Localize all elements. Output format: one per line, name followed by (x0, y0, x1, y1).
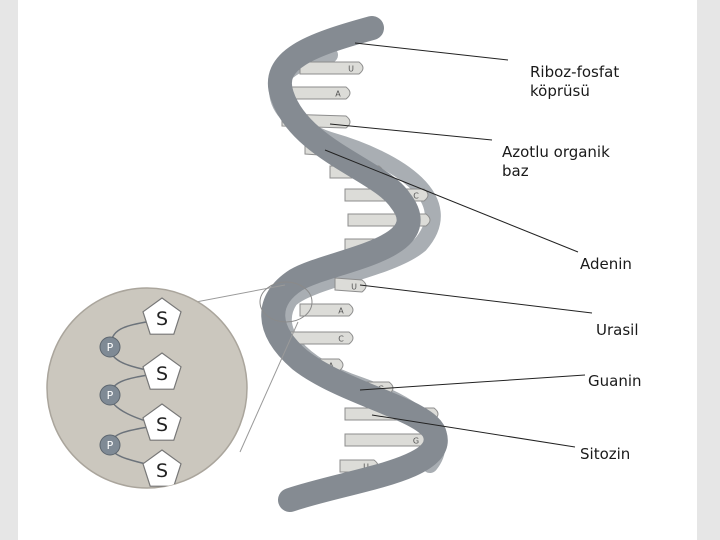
label-riboz-fosfat: Riboz-fosfat köprüsü (530, 63, 619, 101)
phosphate-circle (99, 384, 121, 406)
leader-sitozin (371, 414, 576, 448)
label-azotlu-baz: Azotlu organik baz (502, 143, 610, 181)
label-sitozin: Sitozin (580, 445, 631, 463)
leader-riboz-fosfat (354, 42, 509, 61)
base-rung (299, 61, 364, 75)
label-azotlu-baz-line1: Azotlu organik (502, 143, 610, 161)
base-letter: U (348, 65, 354, 74)
base-letter: C (413, 192, 419, 201)
base-letter: A (335, 90, 341, 99)
inset-zoom: S S S S P P P (46, 287, 248, 489)
label-guanin: Guanin (588, 372, 642, 390)
backbone-front (261, 16, 448, 512)
sugar-pentagon (142, 352, 182, 390)
leader-urasil (359, 284, 593, 314)
sugar-label: S (156, 308, 168, 330)
base-rung (299, 303, 354, 317)
base-rung (289, 331, 354, 345)
base-letter: A (338, 307, 344, 316)
leader-azotlu-baz (329, 123, 493, 141)
sugar-label: S (156, 363, 168, 385)
label-riboz-fosfat-line1: Riboz-fosfat (530, 63, 620, 81)
base-letter: G (413, 437, 419, 446)
leader-adenin (324, 149, 579, 253)
sugar-label: S (156, 460, 168, 482)
base-letter: U (363, 463, 369, 472)
base-letter: C (338, 335, 344, 344)
magnify-ring (259, 281, 313, 323)
label-azotlu-baz-line2: baz (502, 162, 529, 180)
sugar-pentagon (142, 449, 182, 487)
base-rung (334, 277, 367, 293)
sugar-label: S (156, 414, 168, 436)
base-letter: U (351, 283, 357, 292)
base-rung (285, 86, 351, 100)
phosphate-circle (99, 434, 121, 456)
sugar-pentagon (142, 403, 182, 441)
label-riboz-fosfat-line2: köprüsü (530, 82, 590, 100)
label-urasil: Urasil (596, 321, 639, 339)
inset-circle (46, 287, 248, 489)
leader-guanin (359, 374, 586, 391)
sugar-pentagon (142, 297, 182, 335)
label-adenin: Adenin (580, 255, 632, 273)
inset-connector-bottom (239, 321, 299, 453)
phosphate-label: P (107, 439, 114, 452)
phosphate-label: P (107, 341, 114, 354)
phosphate-circle (99, 336, 121, 358)
phosphate-label: P (107, 389, 114, 402)
